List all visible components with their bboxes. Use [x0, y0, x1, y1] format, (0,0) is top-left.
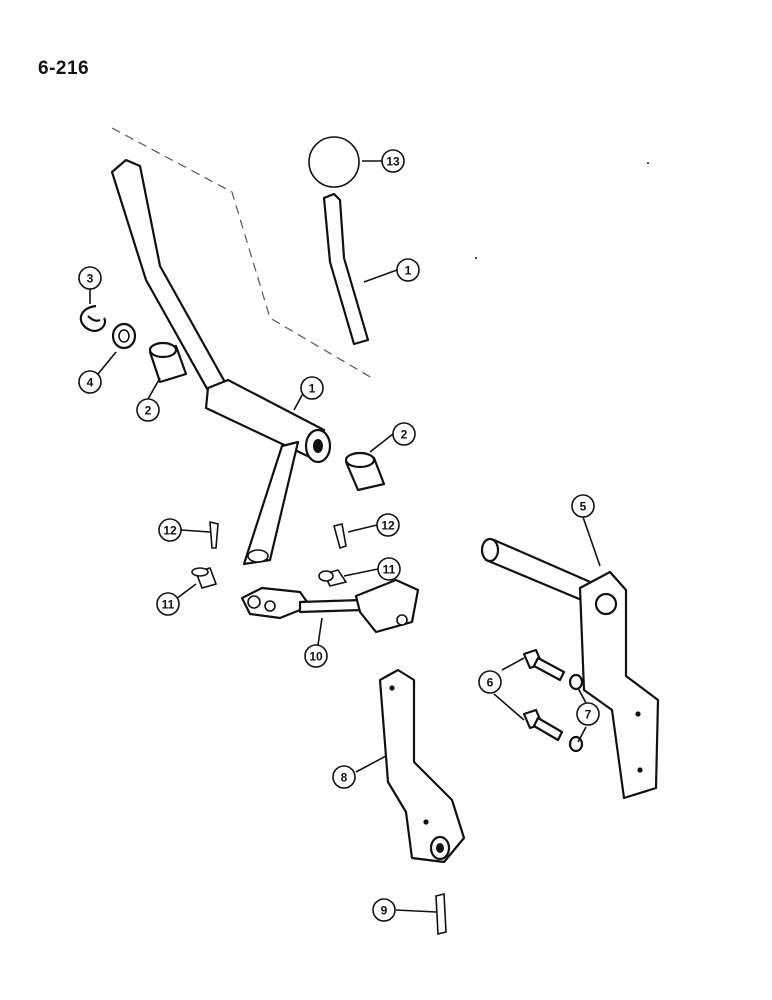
- svg-text:4: 4: [87, 376, 94, 390]
- callout-5: 5: [571, 494, 595, 518]
- cotter-pin-left-part: [209, 520, 219, 549]
- leader-7: [577, 687, 587, 743]
- svg-text:1: 1: [405, 264, 412, 278]
- callout-10: 10: [304, 644, 328, 668]
- callout-12-right: 12: [376, 513, 400, 537]
- clip-part: [79, 304, 107, 332]
- callout-11-left: 11: [156, 592, 180, 616]
- svg-text:9: 9: [381, 904, 388, 918]
- svg-text:11: 11: [162, 598, 175, 612]
- phantom-outline: [111, 127, 373, 379]
- leader-12b: [347, 524, 378, 533]
- leader-4: [97, 351, 117, 375]
- clevis-pin-left-part: [191, 567, 218, 589]
- link-rod-part: [240, 578, 420, 634]
- svg-text:8: 8: [341, 771, 348, 785]
- svg-text:5: 5: [580, 500, 587, 514]
- svg-text:1: 1: [309, 382, 316, 396]
- leader-11b: [343, 568, 379, 577]
- leader-9: [395, 909, 437, 913]
- leader-1a: [363, 269, 398, 283]
- speck: [475, 257, 477, 259]
- callout-12-left: 12: [158, 518, 182, 542]
- callout-8: 8: [332, 765, 356, 789]
- callout-2-left: 2: [136, 398, 160, 422]
- speck: [647, 162, 649, 164]
- bolt-lower-part: [522, 708, 564, 742]
- svg-text:2: 2: [145, 404, 152, 418]
- svg-text:12: 12: [163, 524, 177, 538]
- callout-13: 13: [381, 149, 405, 173]
- leader-12a: [180, 529, 211, 533]
- callout-3: 3: [78, 266, 102, 290]
- roll-pin-part: [435, 892, 447, 936]
- arm-part: [378, 668, 466, 864]
- callout-9: 9: [372, 898, 396, 922]
- leader-2a: [147, 377, 161, 400]
- clevis-pin-right-part: [318, 569, 348, 587]
- svg-text:13: 13: [386, 155, 400, 169]
- shaft-lever-part: [480, 537, 660, 800]
- cotter-pin-right-part: [333, 523, 347, 550]
- callout-1-upper: 1: [396, 258, 420, 282]
- bolt-upper-part: [522, 648, 566, 682]
- knob-part: [308, 136, 360, 188]
- main-lever-part: [110, 158, 332, 566]
- svg-text:3: 3: [87, 272, 94, 286]
- svg-text:12: 12: [381, 519, 395, 533]
- lever-upper-part: [322, 192, 370, 346]
- page-number: 6-216: [38, 58, 90, 79]
- bushing-left-part: [148, 341, 188, 384]
- leader-10: [317, 617, 323, 646]
- leader-6: [493, 657, 525, 721]
- lock-washer-upper-part: [568, 673, 584, 691]
- svg-text:10: 10: [309, 650, 323, 664]
- svg-text:7: 7: [585, 708, 592, 722]
- callout-1-main: 1: [300, 376, 324, 400]
- callout-7: 7: [576, 702, 600, 726]
- leader-2b: [369, 433, 394, 453]
- svg-text:6: 6: [487, 676, 494, 690]
- svg-text:11: 11: [383, 563, 396, 577]
- bushing-right-part: [344, 451, 386, 492]
- callout-11-right: 11: [377, 557, 401, 581]
- callout-4: 4: [78, 370, 102, 394]
- callout-2-right: 2: [392, 422, 416, 446]
- leader-8: [355, 755, 387, 773]
- leader-5: [582, 516, 601, 567]
- svg-text:2: 2: [401, 428, 408, 442]
- callout-6: 6: [478, 670, 502, 694]
